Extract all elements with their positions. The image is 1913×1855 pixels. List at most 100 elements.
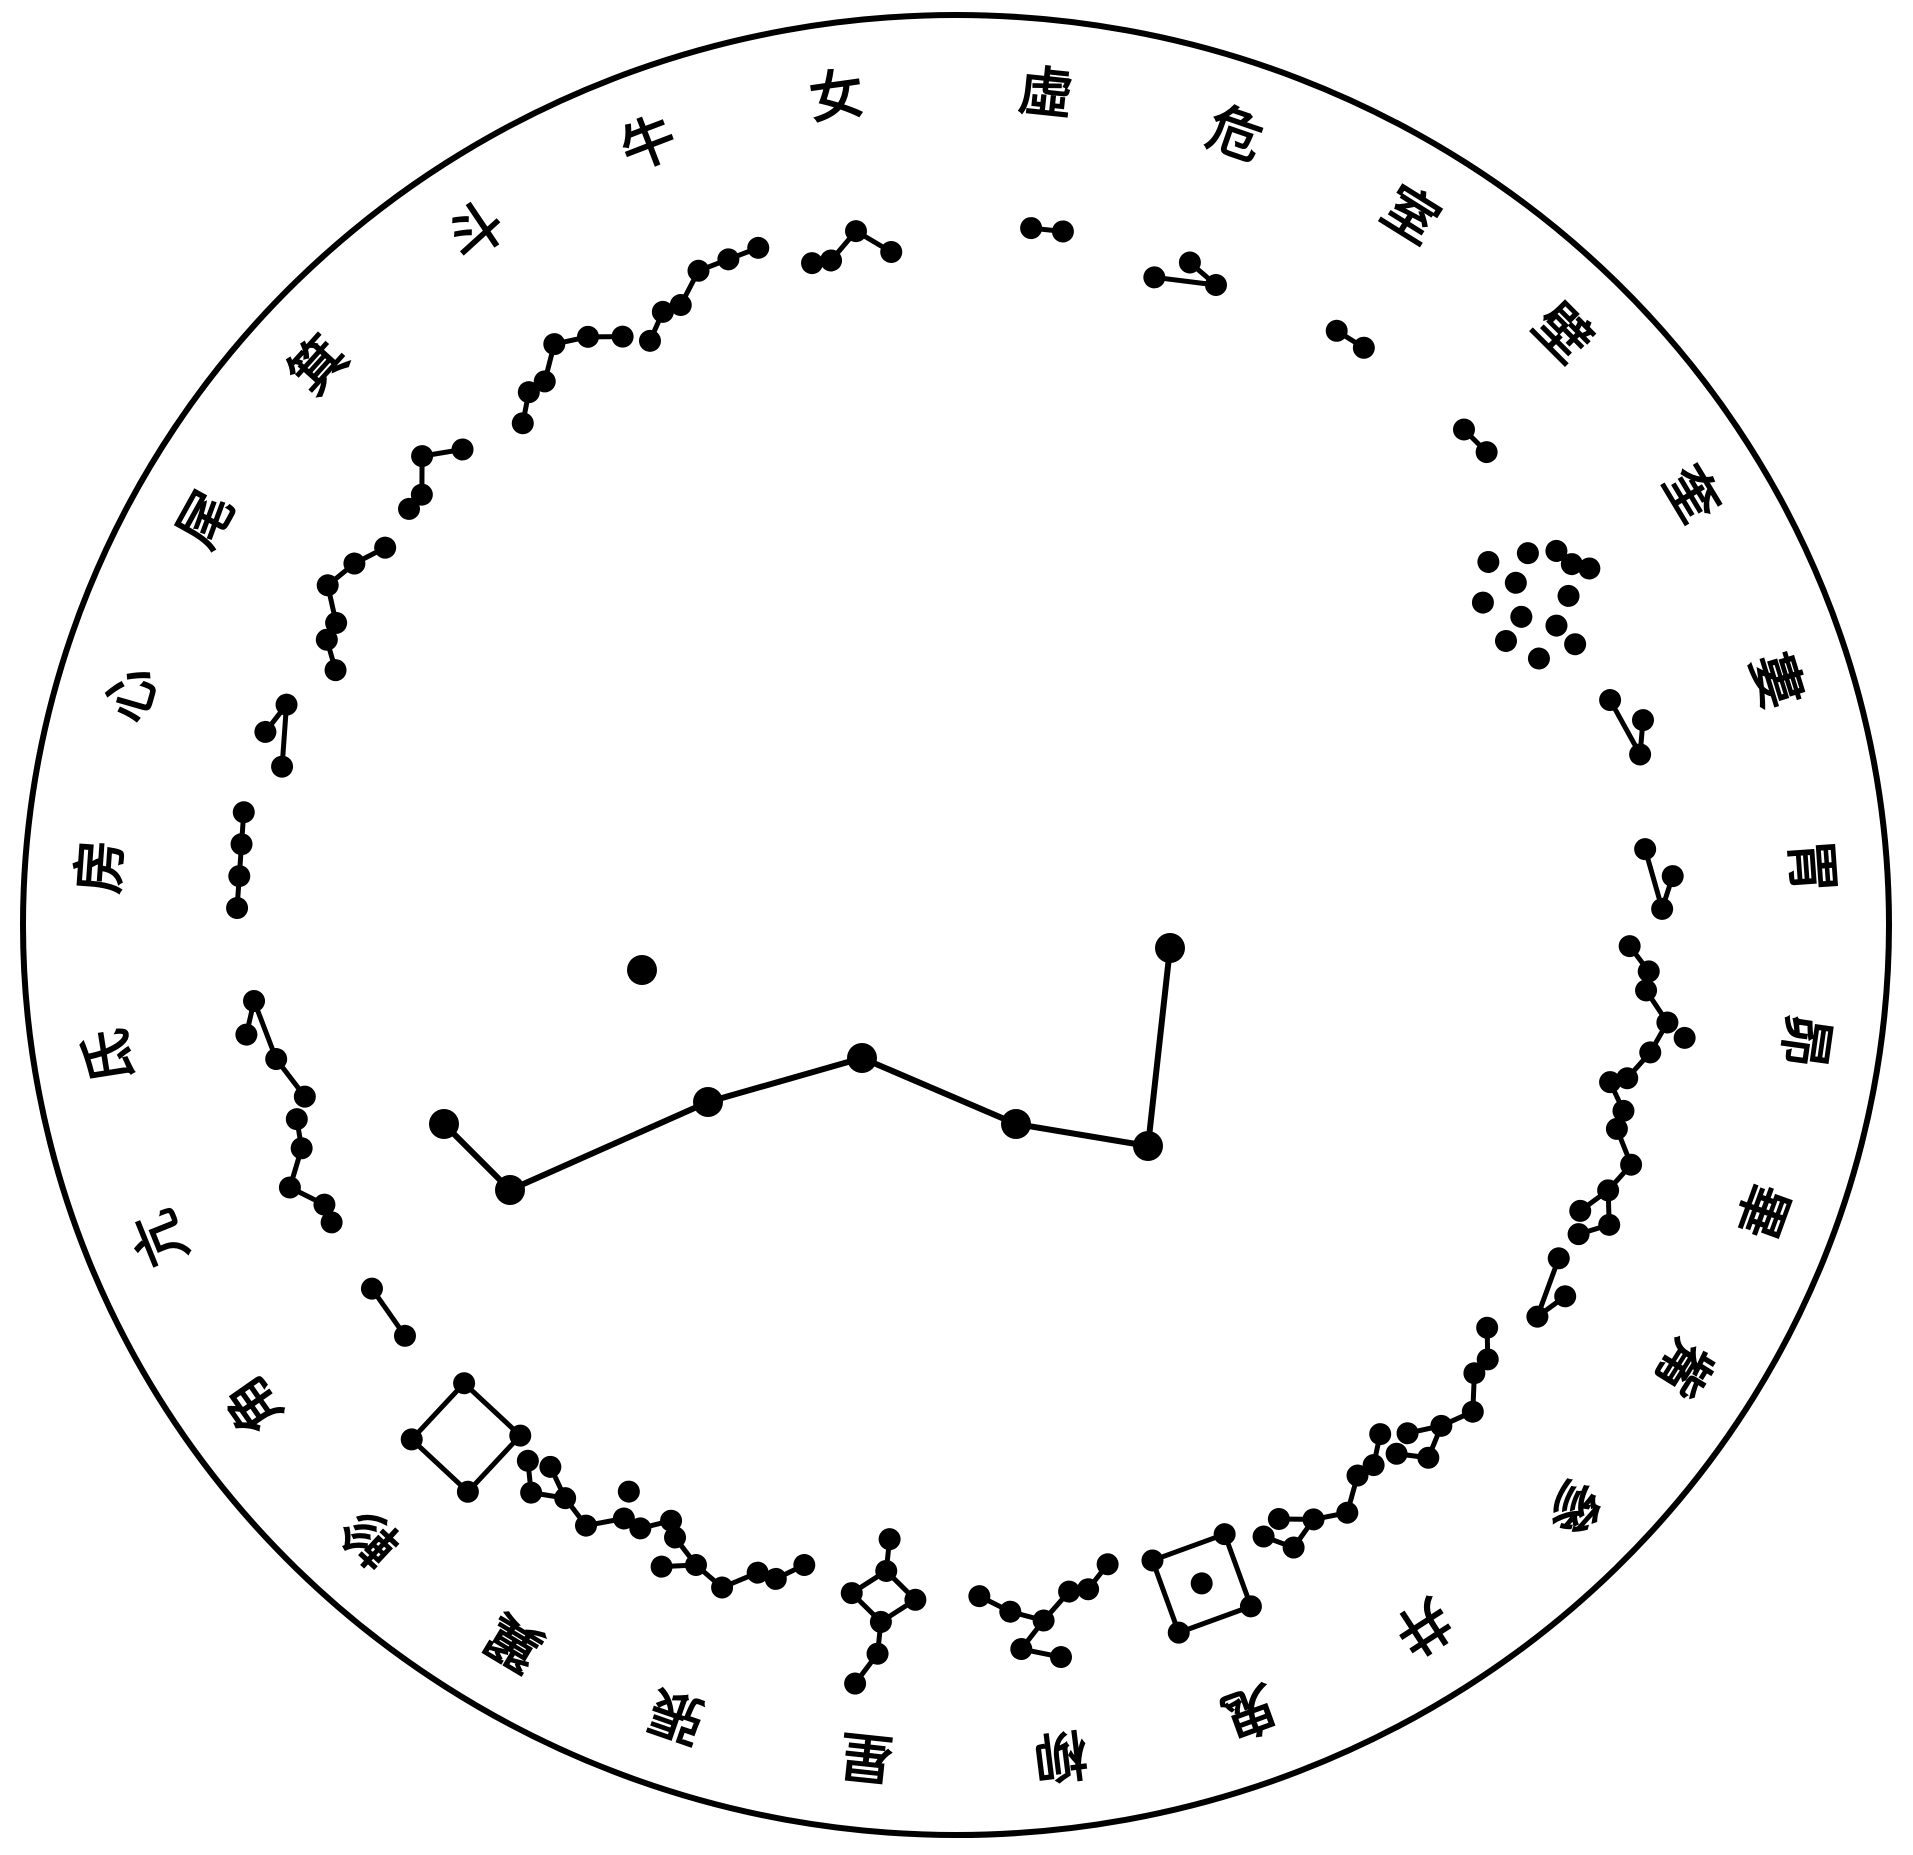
mansion-fang (225, 801, 255, 920)
star-dot (268, 753, 295, 780)
star-dot (1049, 1645, 1074, 1670)
star-dot (357, 1273, 388, 1304)
star-dot (535, 1452, 565, 1482)
star-dot (1472, 1312, 1503, 1343)
star-dot (636, 327, 664, 355)
mansion-nu (796, 214, 904, 275)
star-dot (228, 864, 251, 887)
star-dot (800, 251, 825, 276)
dipper-star (1155, 933, 1185, 963)
star-dot (744, 234, 772, 262)
mansion-label-liu: 柳 (1030, 1721, 1091, 1791)
mansion-label-wei2: 危 (1200, 94, 1272, 172)
star-dot (1019, 216, 1043, 240)
mansion-label-jiao: 角 (211, 1365, 294, 1446)
mansion-line (412, 1383, 464, 1439)
star-dot (1051, 219, 1075, 243)
outer-circle (23, 15, 1889, 1835)
star-dot (1626, 741, 1653, 768)
star-dot (1560, 629, 1590, 659)
mansion-lou (1596, 679, 1666, 772)
mansion-zui (1511, 1243, 1595, 1338)
mansion-label-dou: 斗 (436, 189, 517, 272)
dipper-line (1016, 1124, 1148, 1146)
star-dot (225, 896, 248, 919)
mansion-label-zhen: 軫 (328, 1495, 412, 1579)
star-dot (1661, 864, 1684, 887)
star-dot (370, 533, 400, 563)
star-dot (1629, 706, 1656, 733)
star-dot (232, 801, 255, 824)
mansion-wei2 (1140, 239, 1234, 311)
mansion-ji (374, 417, 478, 525)
mansion-wei3 (1633, 836, 1686, 922)
star-dot (390, 1320, 421, 1351)
mansion-label-wei3: 胃 (1778, 837, 1846, 895)
mansion-label-shen: 參 (1531, 1465, 1615, 1549)
star-dot (790, 1551, 818, 1579)
mansion-labels-group: 角亢氐房心尾箕斗牛女虛危室壁奎婁胃昴畢觜參井鬼柳星張翼軫 (66, 58, 1846, 1792)
star-dot (1595, 1211, 1623, 1239)
star-dot (879, 240, 904, 265)
mansion-label-ji: 箕 (276, 323, 360, 406)
star-dot (573, 322, 604, 353)
mansion-label-kui: 奎 (1650, 454, 1733, 534)
star-dot (1633, 837, 1656, 860)
star-dot (447, 434, 478, 465)
star-dot (1468, 587, 1498, 617)
mansion-xing (830, 1524, 933, 1701)
star-dot (1426, 1410, 1457, 1441)
star-dot (230, 832, 253, 855)
mansion-di (229, 983, 318, 1117)
mansion-label-lou: 婁 (1738, 645, 1815, 715)
star-dot (282, 1105, 311, 1134)
mansion-niu (619, 234, 790, 355)
dipper-star (495, 1175, 525, 1205)
dipper-star (693, 1087, 723, 1117)
star-dot (1457, 1396, 1488, 1427)
star-dot (967, 1584, 992, 1609)
star-dot (1513, 538, 1543, 568)
star-dot (1322, 316, 1352, 346)
star-dot (1211, 1520, 1239, 1548)
mansion-label-fang: 房 (66, 837, 134, 895)
mansion-line (468, 1436, 520, 1492)
star-dot (287, 1134, 316, 1163)
star-dot (1140, 263, 1168, 291)
mansion-kang (253, 1105, 352, 1247)
mansion-jiao (357, 1273, 421, 1351)
mansion-label-xin: 心 (93, 659, 169, 729)
dipper-star (1001, 1109, 1031, 1139)
star-dot (513, 1446, 543, 1476)
mansion-bi (1448, 414, 1502, 468)
star-dot (607, 321, 638, 352)
star-dot (1165, 1619, 1193, 1647)
star-dot (1506, 602, 1536, 632)
mansion-liu (965, 1552, 1130, 1678)
mansion-line (1152, 1534, 1224, 1560)
mansion-label-niu: 牛 (612, 104, 685, 183)
dipper-line (708, 1058, 862, 1102)
star-dot (878, 1527, 902, 1551)
mansion-label-mao: 昴 (1771, 1010, 1842, 1072)
star-dot (998, 1599, 1023, 1624)
dipper-line (862, 1058, 1016, 1124)
star-dot (1501, 568, 1531, 598)
star-dot (1473, 547, 1503, 577)
mansion-label-kang: 亢 (120, 1202, 200, 1276)
star-dot (321, 655, 351, 685)
mansion-label-xu: 虛 (1016, 58, 1076, 127)
mansion-shen (1365, 1312, 1537, 1487)
mansion-xin (244, 688, 313, 781)
star-dot (648, 1553, 676, 1581)
star-dot (1138, 1546, 1166, 1574)
mansion-zhen (396, 1368, 536, 1508)
star-dot (1413, 1442, 1444, 1473)
star-dot (241, 988, 266, 1013)
star-dot (684, 257, 712, 285)
star-dot (1650, 897, 1673, 920)
star-dot (539, 329, 570, 360)
star-dot (714, 245, 742, 273)
star-dot (1237, 1592, 1265, 1620)
